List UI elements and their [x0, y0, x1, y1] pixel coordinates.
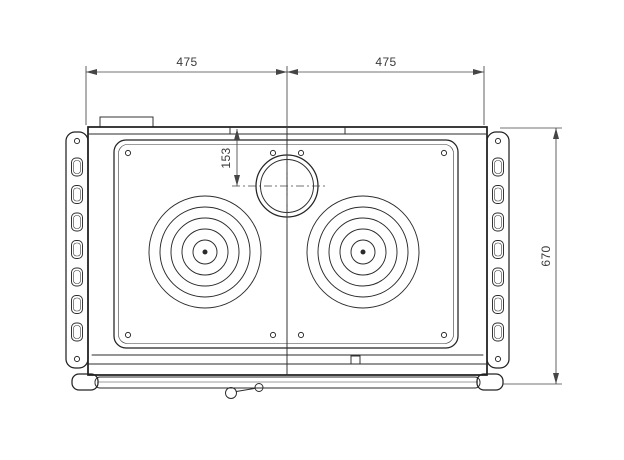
handle-knob [225, 387, 237, 399]
stove-body [87, 116, 488, 376]
dim-label-depth: 670 [539, 245, 553, 266]
rail-slot [71, 267, 83, 287]
right-side-rail [486, 131, 510, 369]
dimension-annotations: 475 475 153 670 [85, 55, 562, 385]
rail-slot [71, 157, 83, 177]
latch-detail [350, 355, 361, 365]
rail-slot [71, 185, 83, 204]
handle-lever [235, 387, 256, 392]
rail-slot [71, 212, 83, 232]
rail-slot [71, 240, 83, 259]
rail-slot [492, 212, 504, 232]
front-base [71, 373, 504, 391]
rail-slot [492, 185, 504, 204]
rail-slot [492, 295, 504, 314]
right-foot [476, 373, 504, 391]
plate-screw [440, 149, 448, 157]
base-bar [94, 376, 481, 389]
rail-screw [73, 355, 81, 363]
left-rail-outline [65, 131, 89, 369]
plate-screws [124, 149, 448, 339]
cooktop-plate-inner-line [118, 144, 454, 344]
right-rail-outline [486, 131, 510, 369]
plate-screw [269, 331, 277, 339]
body-outline [87, 126, 488, 376]
rail-slot [71, 322, 83, 342]
flue-collar [232, 148, 326, 224]
rail-screw [73, 137, 81, 145]
rail-slot [71, 295, 83, 314]
dim-label-flue-offset: 153 [219, 147, 233, 168]
left-foot [71, 373, 99, 391]
rail-slot [492, 322, 504, 342]
handle-pivot [254, 383, 264, 392]
cooktop-plate-outline [113, 139, 459, 349]
plate-screw [297, 149, 305, 157]
plate-screw [297, 331, 305, 339]
rail-screw [494, 355, 502, 363]
dim-label-width-left: 475 [176, 55, 197, 69]
plate-screw [440, 331, 448, 339]
right-burner [306, 195, 420, 309]
rail-slot [492, 240, 504, 259]
plate-screw [124, 149, 132, 157]
door-handle [225, 383, 264, 399]
left-side-rail [65, 131, 89, 369]
rail-screw [494, 137, 502, 145]
rail-slot [492, 267, 504, 287]
dim-label-width-right: 475 [375, 55, 396, 69]
plate-screw [269, 149, 277, 157]
rail-slot [492, 157, 504, 177]
plate-screw [124, 331, 132, 339]
rear-flue-box [99, 116, 154, 128]
left-burner [148, 195, 262, 309]
